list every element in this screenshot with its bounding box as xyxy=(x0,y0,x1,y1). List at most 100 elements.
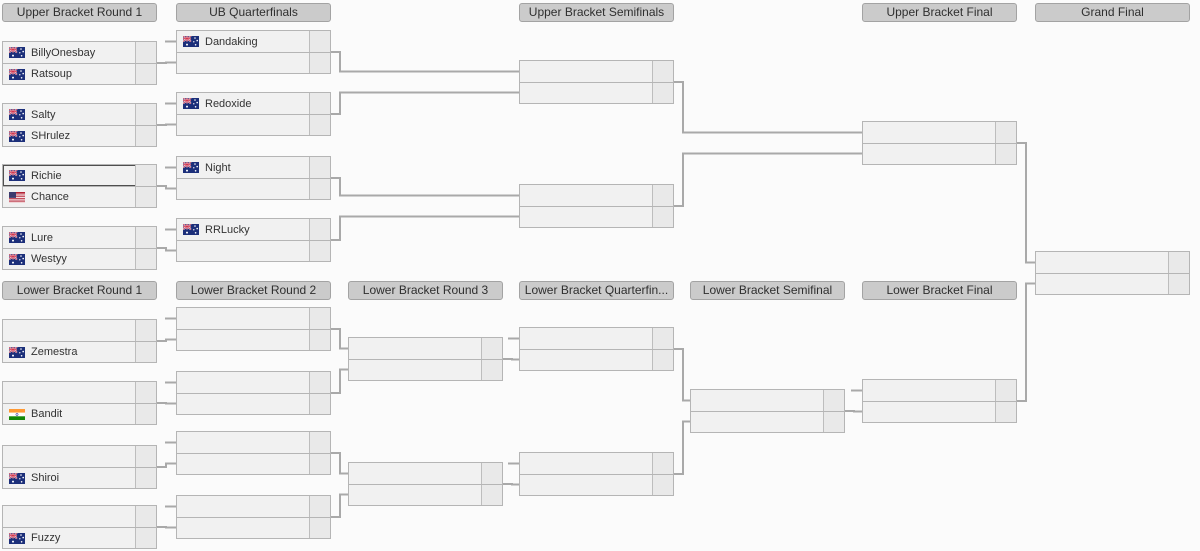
player-slot[interactable]: Night xyxy=(177,157,330,178)
bracket-connector xyxy=(157,247,176,252)
player-name xyxy=(355,360,480,380)
player-slot[interactable] xyxy=(177,114,330,135)
player-slot[interactable] xyxy=(177,517,330,538)
score-cell xyxy=(135,320,156,341)
player-slot[interactable]: Westyy xyxy=(3,248,156,269)
player-slot[interactable] xyxy=(3,382,156,403)
round-header: UB Quarterfinals xyxy=(176,3,331,22)
player-slot[interactable] xyxy=(3,506,156,527)
player-slot[interactable] xyxy=(177,178,330,199)
score-cell xyxy=(309,432,330,453)
player-slot[interactable] xyxy=(349,463,502,484)
player-name: BillyOnesbay xyxy=(9,42,134,63)
player-slot[interactable] xyxy=(520,82,673,103)
player-slot[interactable]: Dandaking xyxy=(177,31,330,52)
player-slot[interactable] xyxy=(349,359,502,380)
player-slot[interactable]: Chance xyxy=(3,186,156,207)
match-lb-r3-m2 xyxy=(348,462,503,506)
player-slot[interactable] xyxy=(863,380,1016,401)
player-name: Shiroi xyxy=(9,468,134,488)
player-slot[interactable]: Lure xyxy=(3,227,156,248)
player-name: Night xyxy=(183,157,308,178)
bracket-connector xyxy=(331,493,348,518)
player-slot[interactable]: Ratsoup xyxy=(3,63,156,84)
match-lb-r2-m2 xyxy=(176,371,331,415)
player-slot[interactable] xyxy=(177,372,330,393)
player-name xyxy=(697,412,822,432)
bracket-connector xyxy=(331,328,348,350)
player-slot[interactable] xyxy=(177,52,330,73)
flag-au-icon xyxy=(9,471,25,484)
player-slot[interactable] xyxy=(520,453,673,474)
player-slot[interactable]: Zemestra xyxy=(3,341,156,362)
score-cell xyxy=(135,404,156,424)
player-slot[interactable]: SHrulez xyxy=(3,125,156,146)
player-name xyxy=(1042,274,1167,294)
score-cell xyxy=(995,380,1016,401)
player-slot[interactable] xyxy=(520,349,673,370)
player-slot[interactable] xyxy=(863,122,1016,143)
flag-au-icon xyxy=(9,46,25,58)
flag-au-icon xyxy=(9,345,25,358)
score-cell xyxy=(823,412,844,432)
player-slot[interactable] xyxy=(520,328,673,349)
bracket-connector xyxy=(1017,282,1035,402)
player-slot[interactable] xyxy=(177,308,330,329)
bracket-connector xyxy=(331,51,519,73)
player-slot[interactable]: Salty xyxy=(3,104,156,125)
flag-au-icon xyxy=(9,129,25,142)
flag-au-icon xyxy=(9,252,25,265)
round-header: Lower Bracket Round 1 xyxy=(2,281,157,300)
player-slot[interactable] xyxy=(863,401,1016,422)
round-header: Lower Bracket Round 3 xyxy=(348,281,503,300)
round-header: Upper Bracket Round 1 xyxy=(2,3,157,22)
player-name xyxy=(697,390,822,411)
player-name xyxy=(183,53,308,73)
player-slot[interactable] xyxy=(177,329,330,350)
player-slot[interactable] xyxy=(520,474,673,495)
player-slot[interactable]: RRLucky xyxy=(177,219,330,240)
player-slot[interactable] xyxy=(1036,252,1189,273)
player-slot[interactable] xyxy=(3,320,156,341)
player-slot[interactable]: Redoxide xyxy=(177,93,330,114)
flag-au-icon xyxy=(183,223,199,235)
match-lb-qf-m1 xyxy=(519,327,674,371)
player-slot[interactable]: Shiroi xyxy=(3,467,156,488)
match-lb-r2-m3 xyxy=(176,431,331,475)
player-name xyxy=(183,394,308,414)
player-slot[interactable] xyxy=(177,393,330,414)
score-cell xyxy=(135,165,156,186)
round-header: Upper Bracket Final xyxy=(862,3,1017,22)
player-slot[interactable]: Richie xyxy=(3,165,156,186)
player-slot[interactable] xyxy=(520,61,673,82)
player-name xyxy=(526,350,651,370)
player-slot[interactable] xyxy=(691,411,844,432)
match-ub-qf-m2: Redoxide xyxy=(176,92,331,136)
round-header: Grand Final xyxy=(1035,3,1190,22)
flag-au-icon xyxy=(183,161,199,173)
player-name: Westyy xyxy=(9,249,134,269)
player-slot[interactable] xyxy=(3,446,156,467)
bracket-connector xyxy=(331,215,519,241)
player-slot[interactable] xyxy=(1036,273,1189,294)
player-slot[interactable] xyxy=(177,453,330,474)
player-slot[interactable] xyxy=(177,432,330,453)
player-slot[interactable]: Bandit xyxy=(3,403,156,424)
bracket-connector xyxy=(331,452,348,475)
player-name-text: Shiroi xyxy=(31,472,60,484)
player-slot[interactable] xyxy=(349,338,502,359)
player-slot[interactable] xyxy=(520,185,673,206)
match-lb-r2-m1 xyxy=(176,307,331,351)
player-slot[interactable] xyxy=(177,240,330,261)
player-slot[interactable]: BillyOnesbay xyxy=(3,42,156,63)
score-cell xyxy=(652,185,673,206)
player-slot[interactable] xyxy=(177,496,330,517)
player-slot[interactable] xyxy=(863,143,1016,164)
player-slot[interactable] xyxy=(349,484,502,505)
player-slot[interactable]: Fuzzy xyxy=(3,527,156,548)
player-slot[interactable] xyxy=(691,390,844,411)
player-slot[interactable] xyxy=(520,206,673,227)
flag-au-icon xyxy=(183,35,199,47)
player-name-text: Richie xyxy=(31,169,62,182)
